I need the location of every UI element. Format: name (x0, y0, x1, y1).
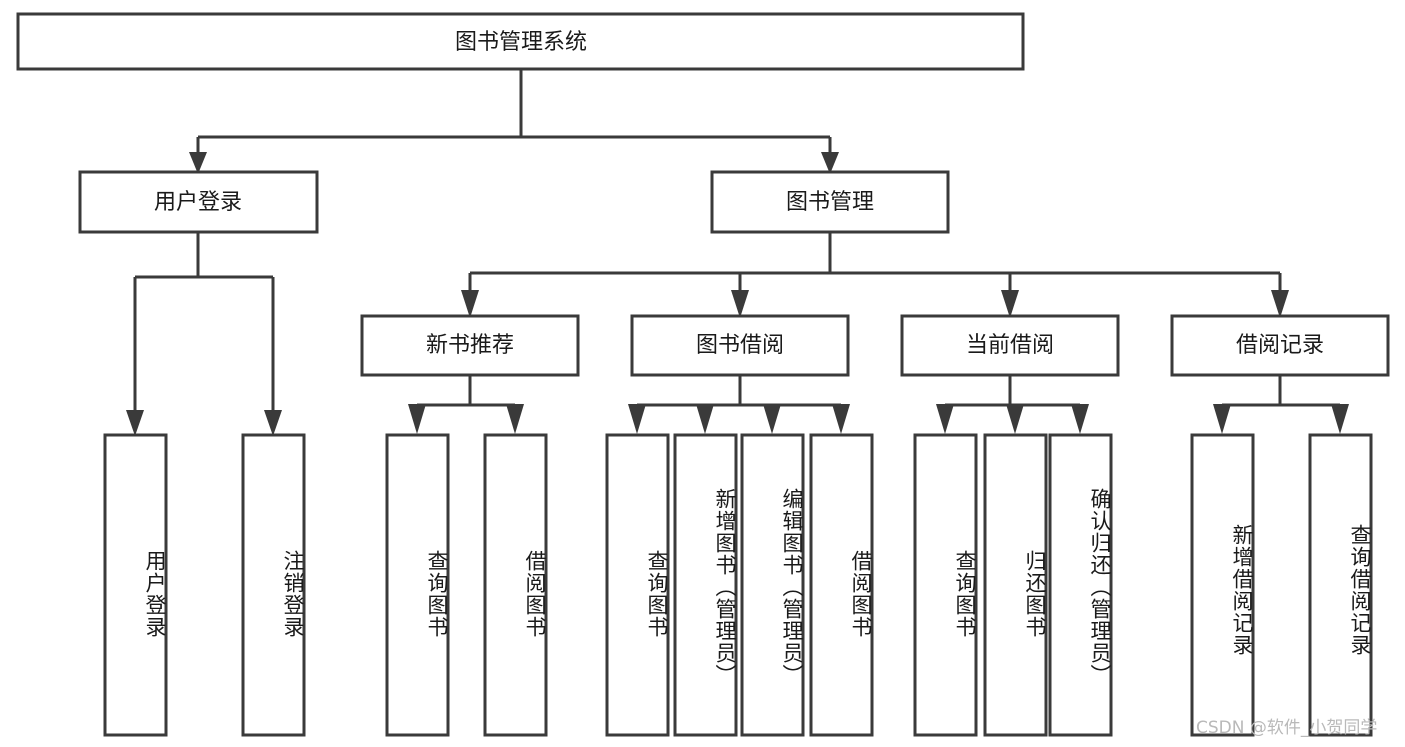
arrowhead-user-login (189, 152, 207, 174)
csdn-watermark: CSDN @软件_小贺同学 (1196, 718, 1378, 738)
arrowhead-leaf-borrow-book-2 (832, 404, 850, 434)
node-leaf-edit-book[interactable] (740, 433, 805, 737)
arrowhead-leaf-query-book-2 (628, 404, 646, 434)
arrowhead-leaf-add-record (1213, 404, 1231, 434)
arrowhead-leaf-add-book (696, 404, 714, 434)
arrowhead-new-book-recommend (461, 290, 479, 318)
node-leaf-query-book-3[interactable] (913, 433, 978, 737)
node-leaf-return-book[interactable] (983, 433, 1048, 737)
arrow-heads (126, 152, 1349, 436)
node-labels-horizontal: 图书管理系统 用户登录 图书管理 新书推荐 图书借阅 当前借阅 借阅记录 (154, 30, 1324, 358)
label-book-borrow: 图书借阅 (696, 333, 784, 358)
node-current-borrow[interactable] (900, 314, 1120, 377)
arrowhead-leaf-edit-book (763, 404, 781, 434)
arrowhead-current-borrow (1001, 290, 1019, 318)
label-borrow-record: 借阅记录 (1236, 333, 1324, 358)
label-current-borrow: 当前借阅 (966, 333, 1054, 358)
node-boxes (16, 12, 1390, 737)
arrowhead-leaf-user-login (126, 410, 144, 436)
arrowhead-book-manage (821, 152, 839, 174)
arrowhead-book-borrow (731, 290, 749, 318)
node-new-book-recommend[interactable] (360, 314, 580, 377)
node-leaf-borrow-book-2[interactable] (809, 433, 874, 737)
arrowhead-borrow-record (1271, 290, 1289, 318)
node-leaf-query-book-2[interactable] (605, 433, 670, 737)
node-book-borrow[interactable] (630, 314, 850, 377)
label-new-book-recommend: 新书推荐 (426, 333, 514, 358)
node-leaf-user-logout[interactable] (241, 433, 306, 737)
node-leaf-add-record[interactable] (1190, 433, 1255, 737)
node-user-login[interactable] (78, 170, 319, 234)
arrowhead-leaf-user-logout (264, 410, 282, 436)
node-borrow-record[interactable] (1170, 314, 1390, 377)
node-leaf-borrow-book-1[interactable] (483, 433, 548, 737)
node-leaf-query-book-1[interactable] (385, 433, 450, 737)
arrowhead-leaf-query-record (1331, 404, 1349, 434)
arrowhead-leaf-confirm-return (1071, 404, 1089, 434)
label-book-manage: 图书管理 (786, 190, 874, 215)
arrowhead-leaf-query-book-1 (408, 404, 426, 434)
node-root[interactable] (16, 12, 1025, 71)
label-root: 图书管理系统 (455, 30, 587, 55)
arrowhead-leaf-return-book (1006, 404, 1024, 434)
node-book-manage[interactable] (710, 170, 950, 234)
node-leaf-query-record[interactable] (1308, 433, 1373, 737)
label-user-login: 用户登录 (154, 190, 242, 215)
node-leaf-add-book[interactable] (673, 433, 738, 737)
node-leaf-user-login[interactable] (103, 433, 168, 737)
arrowhead-leaf-borrow-book-1 (506, 404, 524, 434)
node-leaf-confirm-return[interactable] (1048, 433, 1113, 737)
arrowhead-leaf-query-book-3 (936, 404, 954, 434)
